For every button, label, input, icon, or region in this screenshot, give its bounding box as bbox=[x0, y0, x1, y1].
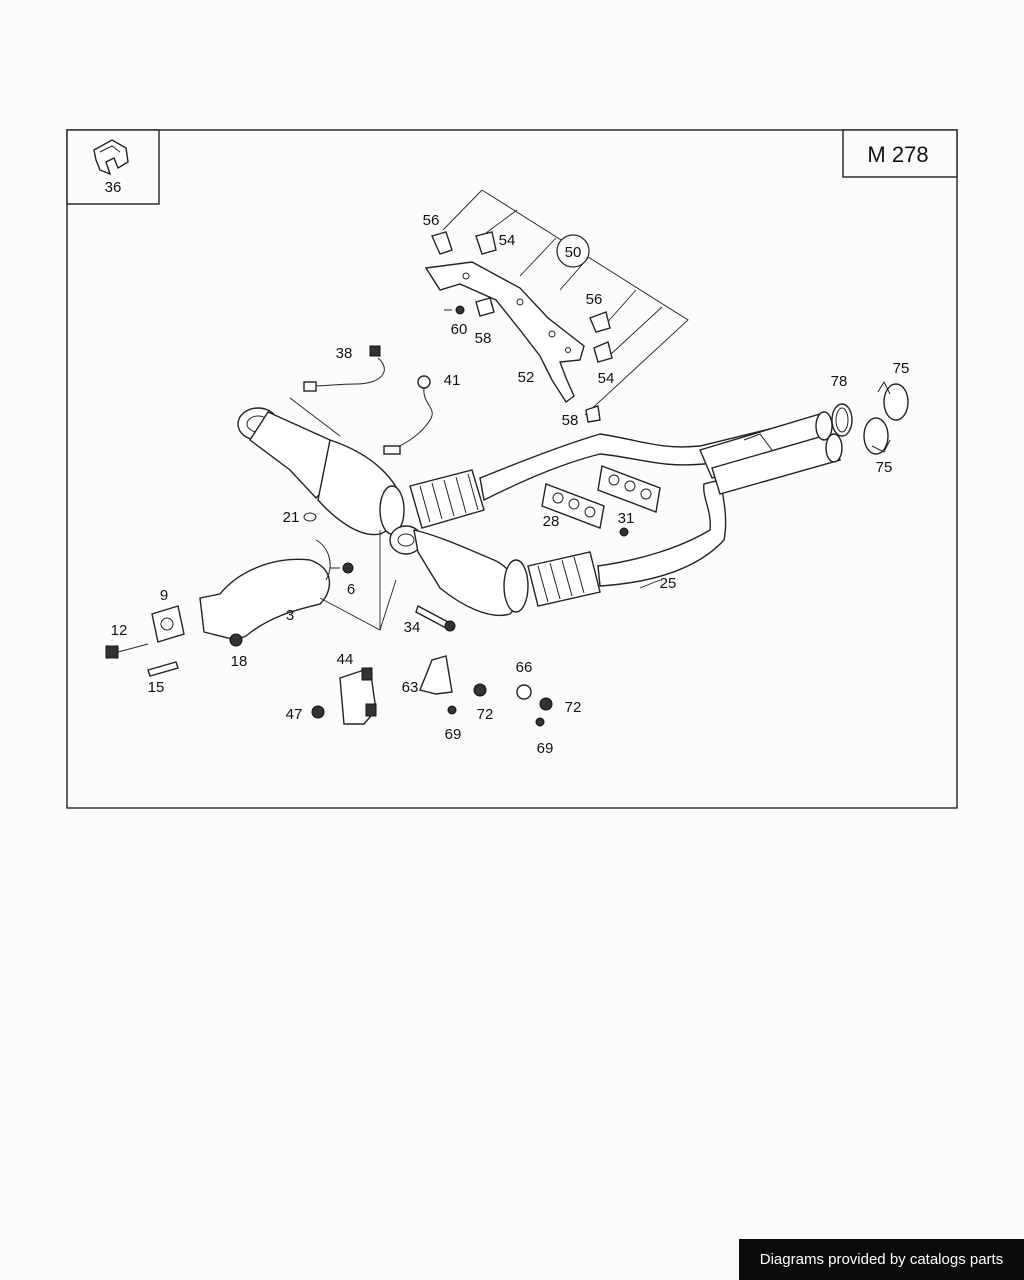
callout-25: 25 bbox=[660, 575, 677, 592]
bolt-69a-drawing bbox=[447, 705, 457, 715]
callout-56a: 56 bbox=[423, 212, 440, 229]
callout-72a: 72 bbox=[477, 706, 494, 723]
bracket-44-drawing bbox=[339, 667, 377, 725]
gasket-9-drawing bbox=[151, 605, 185, 643]
callout-3: 3 bbox=[286, 607, 294, 624]
nut-72b-drawing bbox=[539, 697, 553, 711]
catalyst-left-drawing bbox=[409, 469, 485, 529]
clip-56a-drawing bbox=[431, 231, 453, 255]
bolt-12-drawing bbox=[105, 643, 149, 659]
callout-58a: 58 bbox=[475, 330, 492, 347]
front-pipe-left-drawing bbox=[237, 407, 405, 536]
callout-38: 38 bbox=[336, 345, 353, 362]
callout-labels: 3 6 9 12 15 18 21 25 28 31 34 38 41 44 4… bbox=[111, 212, 910, 757]
grommet-66-drawing bbox=[516, 684, 532, 700]
callout-78: 78 bbox=[831, 373, 848, 390]
bolt-60-drawing bbox=[444, 305, 465, 315]
inset-box: 36 bbox=[66, 129, 160, 205]
callout-66: 66 bbox=[516, 659, 533, 676]
callout-34: 34 bbox=[404, 619, 421, 636]
nut-47-drawing bbox=[311, 705, 325, 719]
footer-credit: Diagrams provided by catalogs parts bbox=[739, 1239, 1024, 1280]
callout-28: 28 bbox=[543, 513, 560, 530]
clip-54a-drawing bbox=[475, 231, 497, 255]
callout-63: 63 bbox=[402, 679, 419, 696]
callout-54a: 54 bbox=[499, 232, 516, 249]
callout-50: 50 bbox=[565, 244, 582, 261]
ring-78-drawing bbox=[831, 403, 853, 437]
bolt-6-drawing bbox=[330, 562, 354, 574]
callout-41: 41 bbox=[444, 372, 461, 389]
callout-50-circle: 50 bbox=[556, 234, 590, 268]
callout-47: 47 bbox=[286, 706, 303, 723]
callout-12: 12 bbox=[111, 622, 128, 639]
hanger-63-drawing bbox=[419, 655, 453, 695]
callout-75b: 75 bbox=[876, 459, 893, 476]
callout-44: 44 bbox=[337, 651, 354, 668]
clip-54b-drawing bbox=[593, 341, 613, 363]
leader-lines bbox=[289, 397, 661, 631]
nut-18-drawing bbox=[229, 633, 243, 647]
clip-56b-drawing bbox=[589, 311, 611, 333]
callout-31: 31 bbox=[618, 510, 635, 527]
pipe-3-drawing bbox=[199, 539, 331, 641]
callout-69b: 69 bbox=[537, 740, 554, 757]
catalyst-right-drawing bbox=[527, 551, 601, 607]
front-pipe-right-drawing bbox=[389, 525, 529, 616]
callout-6: 6 bbox=[347, 581, 355, 598]
clip-58a-drawing bbox=[475, 297, 495, 317]
clip-36-drawing bbox=[93, 139, 129, 176]
callout-18: 18 bbox=[231, 653, 248, 670]
model-code-box: M 278 bbox=[842, 129, 958, 178]
nut-72a-drawing bbox=[473, 683, 487, 697]
callout-69a: 69 bbox=[445, 726, 462, 743]
bracket-52-drawing bbox=[424, 261, 585, 404]
callout-15: 15 bbox=[148, 679, 165, 696]
model-code: M 278 bbox=[867, 142, 928, 167]
stud-15-drawing bbox=[147, 661, 179, 677]
bracket-group-lines bbox=[442, 189, 689, 416]
callout-9: 9 bbox=[160, 587, 168, 604]
callout-52: 52 bbox=[518, 369, 535, 386]
callout-60: 60 bbox=[451, 321, 468, 338]
gasket-28-drawing bbox=[541, 483, 605, 529]
clamp-75a-drawing bbox=[877, 380, 909, 421]
inset-part-label: 36 bbox=[105, 179, 122, 196]
rear-section-drawing bbox=[699, 411, 843, 495]
clip-58b-drawing bbox=[585, 405, 601, 423]
gasket-31-drawing bbox=[597, 465, 661, 537]
bolt-69b-drawing bbox=[535, 717, 545, 727]
callout-75a: 75 bbox=[893, 360, 910, 377]
clamp-75b-drawing bbox=[863, 417, 891, 455]
washer-21-drawing bbox=[303, 512, 317, 522]
callout-54b: 54 bbox=[598, 370, 615, 387]
callout-56b: 56 bbox=[586, 291, 603, 308]
bolt-34-drawing bbox=[415, 604, 456, 632]
callout-72b: 72 bbox=[565, 699, 582, 716]
callout-21: 21 bbox=[283, 509, 300, 526]
oxygen-sensor-41-drawing bbox=[383, 375, 433, 455]
oxygen-sensor-38-drawing bbox=[303, 345, 385, 392]
callout-58b: 58 bbox=[562, 412, 579, 429]
